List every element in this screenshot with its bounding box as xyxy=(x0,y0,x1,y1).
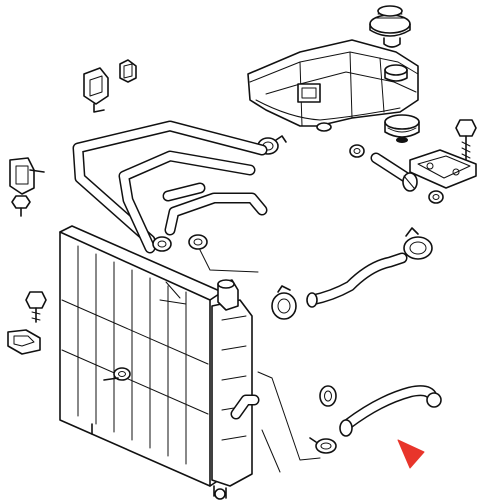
retaining-clip-2[interactable] xyxy=(119,59,137,83)
hose-clamp-lower[interactable] xyxy=(319,385,337,407)
retaining-clip-1[interactable] xyxy=(83,67,109,113)
hose-clamp-pipes[interactable] xyxy=(152,234,208,252)
left-bolt-1[interactable] xyxy=(11,195,31,217)
short-hose-bent[interactable] xyxy=(164,192,268,236)
hose-clamp-upper-right[interactable] xyxy=(403,227,433,260)
left-bolt-2[interactable] xyxy=(25,291,47,323)
upper-radiator-hose[interactable] xyxy=(306,252,408,308)
hose-clamp-lower-bottom[interactable] xyxy=(309,437,337,454)
left-bracket[interactable] xyxy=(9,157,45,195)
expansion-tank[interactable] xyxy=(247,39,419,132)
radiator-cap[interactable] xyxy=(369,5,411,48)
hose-clamp-upper-left[interactable] xyxy=(271,285,297,320)
leader-lines xyxy=(159,249,321,473)
red-triangle-pointer-icon xyxy=(397,439,425,469)
lower-radiator-hose[interactable] xyxy=(339,385,442,437)
sealing-cap[interactable] xyxy=(384,114,420,143)
radiator-outlet-hose[interactable] xyxy=(230,394,260,420)
breather-pipe-middle[interactable] xyxy=(118,150,256,254)
bolt[interactable] xyxy=(455,119,477,161)
short-hose-straight[interactable] xyxy=(162,182,206,202)
radiator[interactable] xyxy=(59,225,253,500)
hose-clamp-small-top[interactable] xyxy=(349,144,365,158)
connector-pipe[interactable] xyxy=(370,152,418,192)
breather-pipe-long[interactable] xyxy=(72,120,268,246)
left-mounting-clip[interactable] xyxy=(7,329,41,355)
hose-clamp-small-bottom[interactable] xyxy=(428,190,444,204)
mounting-bracket[interactable] xyxy=(409,149,477,189)
